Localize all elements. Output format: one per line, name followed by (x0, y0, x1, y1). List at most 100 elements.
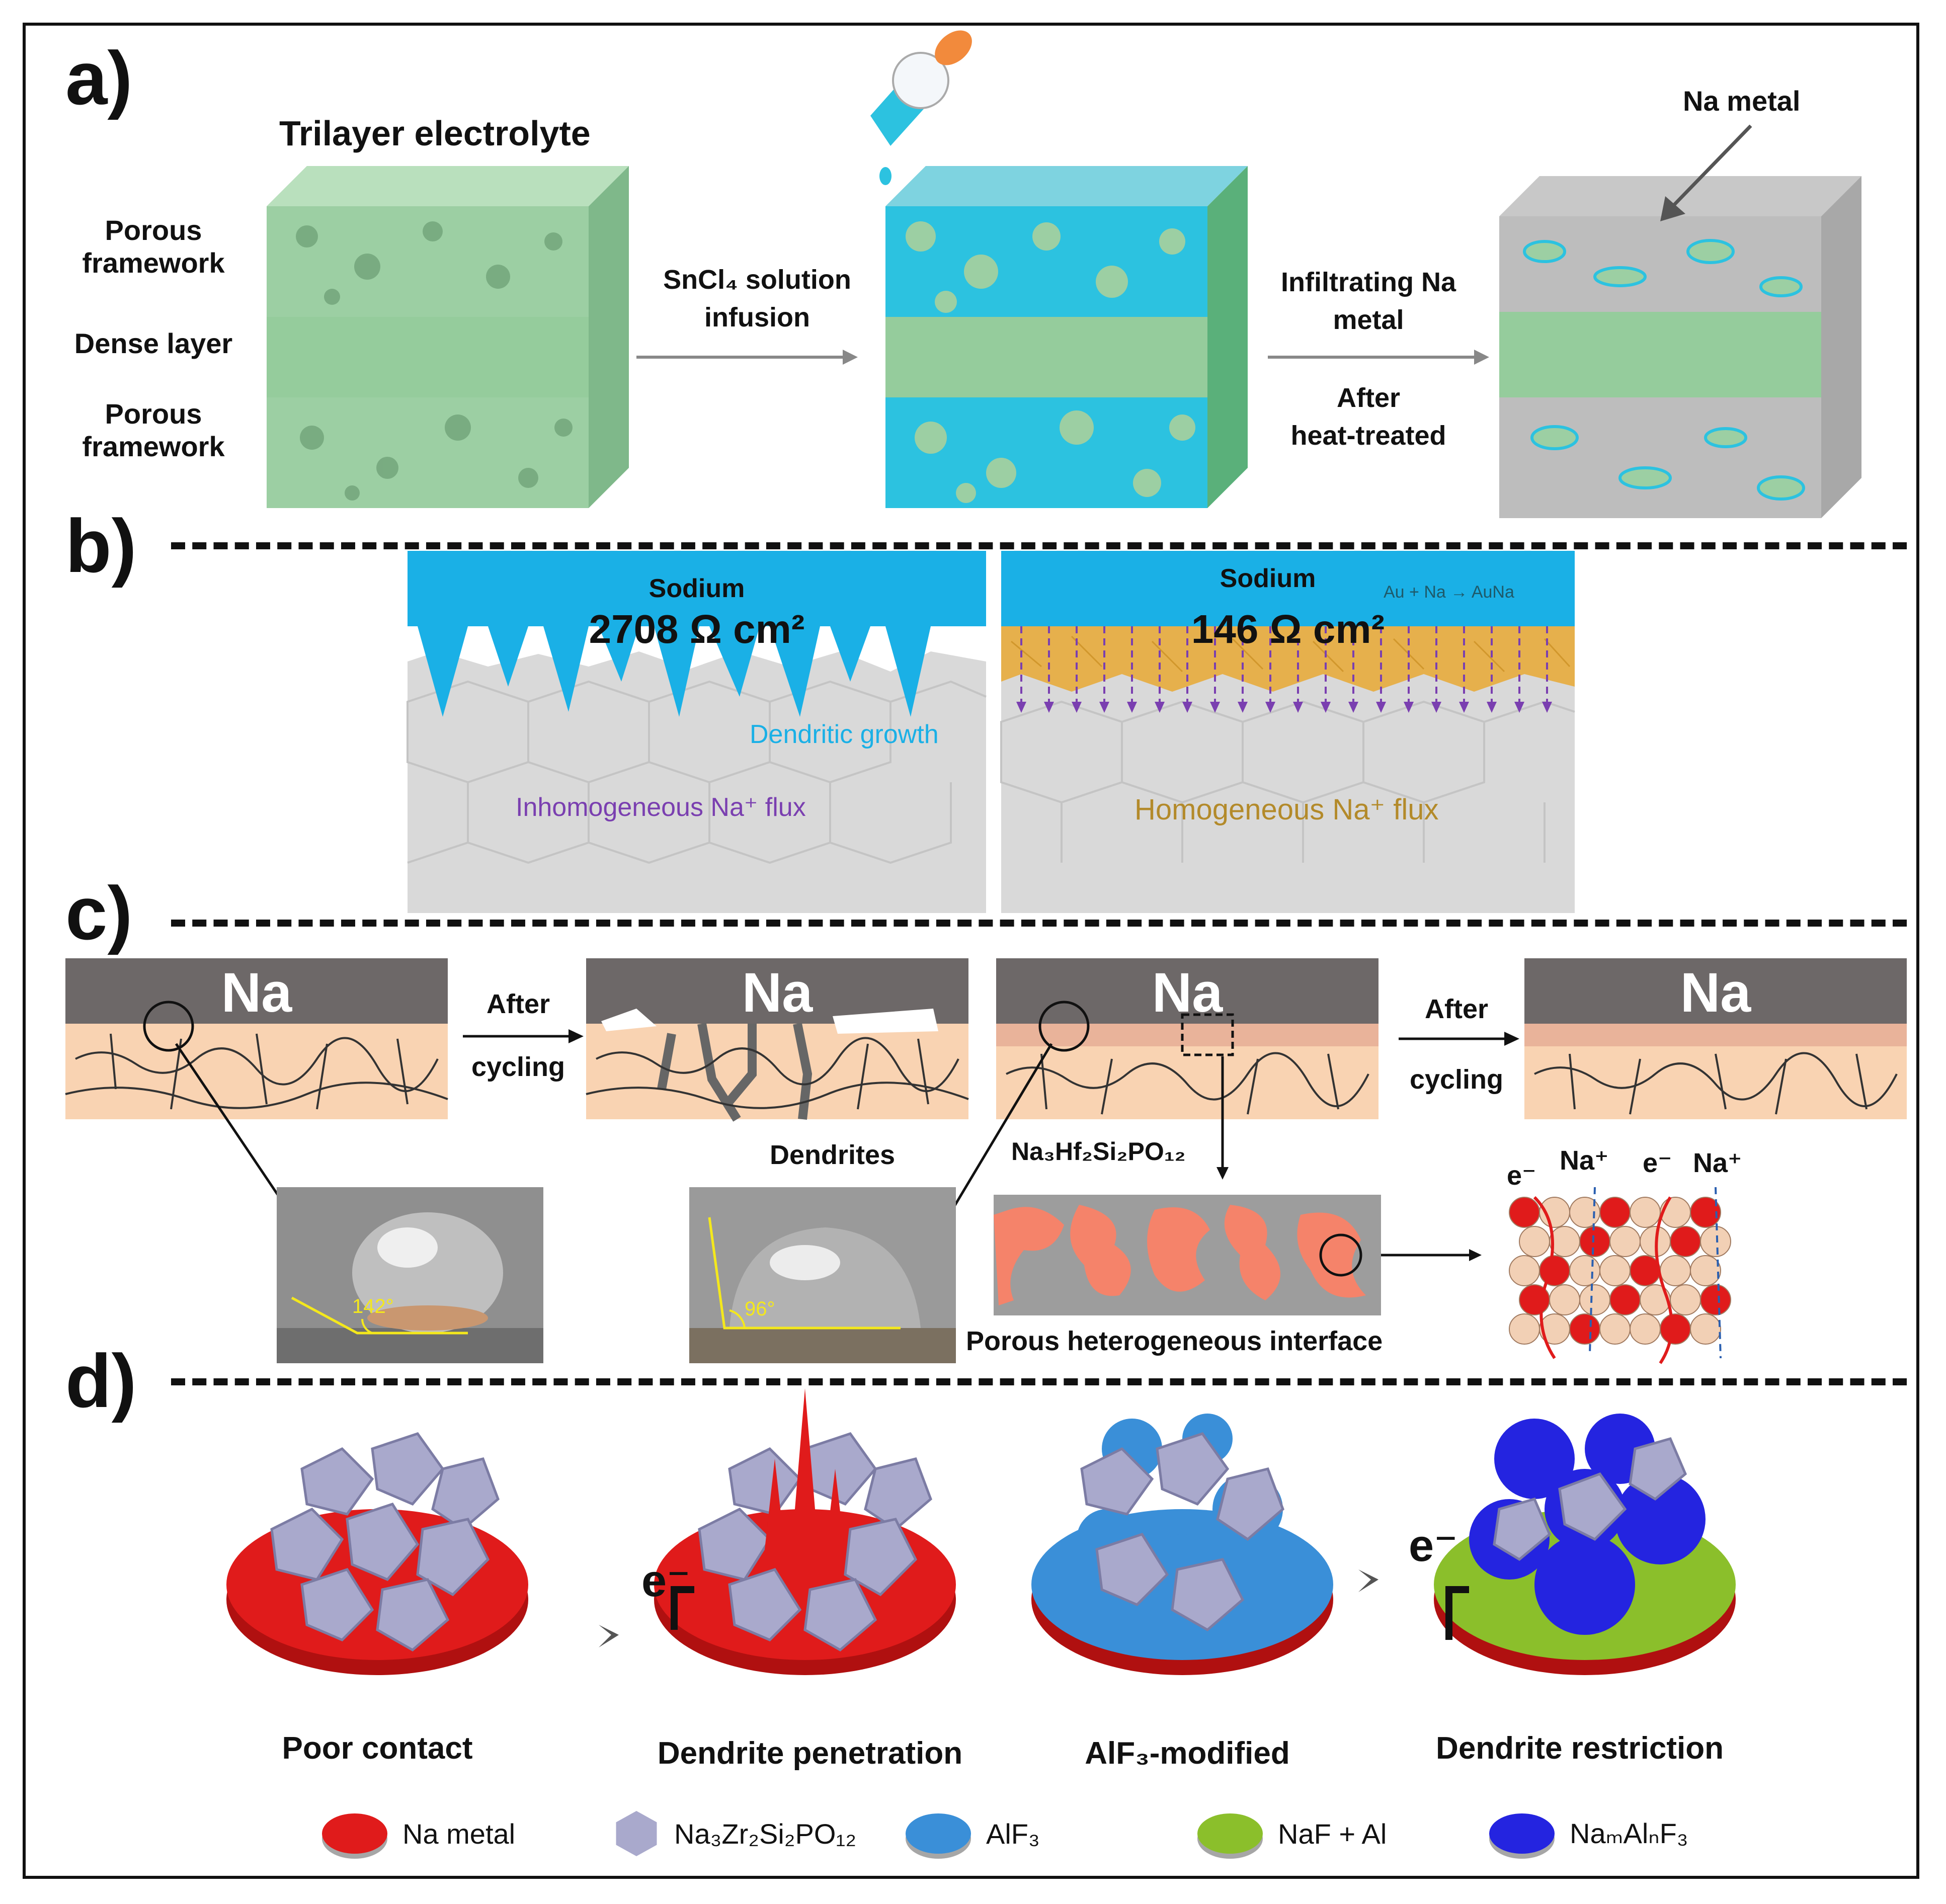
droplet-photo-96 (689, 1187, 956, 1363)
ion-e-2: e⁻ (1643, 1148, 1672, 1178)
flux-arrowhead (1431, 702, 1441, 713)
na-label-1: Na (221, 962, 292, 1024)
panel-label-a: a) (65, 36, 133, 120)
ion-sphere (1690, 1255, 1721, 1286)
caption-alf3-modified: AlF₃-modified (1085, 1736, 1290, 1771)
legend: Na metal Na₃Zr₂Si₂PO₁₂ AlF₃ NaF + Al NaₘAlₙF… (322, 1806, 1771, 1861)
panel-label-b: b) (65, 504, 137, 588)
na-metal-pointer (1660, 124, 1752, 221)
angle-142-label: 142° (352, 1295, 394, 1317)
label-porous-bottom: Porous framework (82, 398, 225, 462)
arrow-cycling-1 (463, 1029, 584, 1043)
ion-sphere (1690, 1197, 1721, 1228)
sphere-stack (1509, 1197, 1731, 1345)
flux-arrowhead (1404, 702, 1414, 713)
ion-sphere-cluster (1509, 1187, 1731, 1364)
strip-before-2 (996, 958, 1379, 1119)
label-dense: Dense layer (74, 327, 233, 359)
electron-label-1: e⁻ (641, 1556, 691, 1606)
caption-dendrite-penetration: Dendrite penetration (657, 1736, 963, 1771)
ion-sphere (1700, 1284, 1731, 1315)
arrow-cycling-2 (1399, 1032, 1519, 1046)
separator-b (171, 542, 1907, 549)
step2-line3: After (1336, 383, 1400, 413)
legend-label: Na metal (402, 1817, 516, 1850)
sodium-label-right: Sodium (1220, 564, 1316, 593)
cycling-label-2: cycling (1409, 1064, 1504, 1095)
ion-na-1: Na⁺ (1560, 1145, 1609, 1176)
strip-after-2 (1524, 958, 1907, 1119)
na-label-3: Na (1152, 962, 1223, 1024)
porous-interface (994, 1195, 1381, 1315)
disc-dendrite-penetration (654, 1388, 956, 1675)
resistance-left: 2708 Ω cm² (589, 607, 805, 651)
flux-arrowhead (1127, 702, 1137, 713)
na-metal-label: Na metal (1683, 85, 1801, 117)
flux-arrowhead (1487, 702, 1497, 713)
flux-arrowhead (1542, 702, 1552, 713)
cycling-label-1: cycling (471, 1052, 565, 1082)
step1-line1: SnCl₄ solution (663, 265, 851, 295)
flux-arrowhead (1321, 702, 1331, 713)
legend-item: AlF₃ (906, 1806, 1040, 1861)
panel-label-c: c) (65, 871, 133, 955)
resistance-right: 146 Ω cm² (1191, 607, 1385, 651)
electron-label-2: e⁻ (1409, 1521, 1458, 1571)
legend-label: NaₘAlₙF₃ (1570, 1817, 1688, 1849)
separator-d (171, 1378, 1907, 1385)
compound-label: Na₃Hf₂Si₂PO₁₂ (1011, 1137, 1186, 1166)
cube-na-infiltrated (1499, 176, 1861, 518)
panel-label-d: d) (65, 1339, 137, 1423)
droplet-photo-142 (277, 1187, 543, 1363)
interface-left (407, 551, 987, 913)
figure-frame (23, 23, 1919, 1879)
after-label-2: After (1424, 994, 1488, 1024)
disc-alf3-modified (1031, 1414, 1333, 1675)
legend-item: NaF + Al (1197, 1806, 1387, 1861)
ion-e-1: e⁻ (1507, 1161, 1536, 1191)
legend-swatch (1197, 1813, 1263, 1854)
disc-poor-contact (226, 1432, 528, 1675)
cube-trilayer (267, 166, 629, 508)
angle-96-label: 96° (745, 1298, 775, 1320)
legend-swatch (1489, 1813, 1555, 1854)
legend-label: Na₃Zr₂Si₂PO₁₂ (674, 1817, 857, 1850)
legend-swatch (616, 1811, 657, 1856)
arrow-step2 (1268, 350, 1489, 365)
legend-item: NaₘAlₙF₃ (1489, 1806, 1688, 1861)
na-label-2: Na (742, 962, 813, 1024)
flux-arrowhead (1072, 702, 1082, 713)
flux-arrowhead (1348, 702, 1358, 713)
flux-arrowhead (1376, 702, 1386, 713)
dendritic-growth-label: Dendritic growth (750, 720, 939, 749)
flux-arrowhead (1210, 702, 1220, 713)
sodium-label-left: Sodium (648, 574, 745, 603)
step1-line2: infusion (704, 302, 810, 333)
caption-poor-contact: Poor contact (282, 1731, 473, 1766)
ion-sphere (1700, 1226, 1731, 1257)
na-label-4: Na (1680, 962, 1751, 1024)
separator-c (171, 920, 1907, 927)
flux-arrowhead (1044, 702, 1054, 713)
step2-line1: Infiltrating Na (1281, 267, 1456, 297)
flux-arrowhead (1182, 702, 1192, 713)
legend-item: Na metal (322, 1806, 515, 1861)
cube-infused (885, 166, 1248, 508)
flux-arrows (1016, 626, 1552, 713)
ion-sphere (1690, 1313, 1721, 1345)
flux-arrowhead (1238, 702, 1248, 713)
legend-item: Na₃Zr₂Si₂PO₁₂ (614, 1806, 856, 1861)
flux-arrowhead (1099, 702, 1109, 713)
step2-line2: metal (1333, 305, 1404, 335)
flux-arrowhead (1514, 702, 1524, 713)
label-porous-top: Porous framework (82, 214, 225, 279)
arrow-step1 (636, 350, 858, 365)
flux-arrowhead (1155, 702, 1165, 713)
flux-right-label: Homogeneous Na⁺ flux (1134, 793, 1439, 826)
flux-arrowhead (1459, 702, 1469, 713)
flux-arrowhead (1016, 702, 1026, 713)
flux-left-label: Inhomogeneous Na⁺ flux (516, 793, 806, 822)
dropper-icon (870, 30, 972, 185)
interface-right (1000, 551, 1575, 913)
dendrites-label: Dendrites (770, 1140, 896, 1170)
